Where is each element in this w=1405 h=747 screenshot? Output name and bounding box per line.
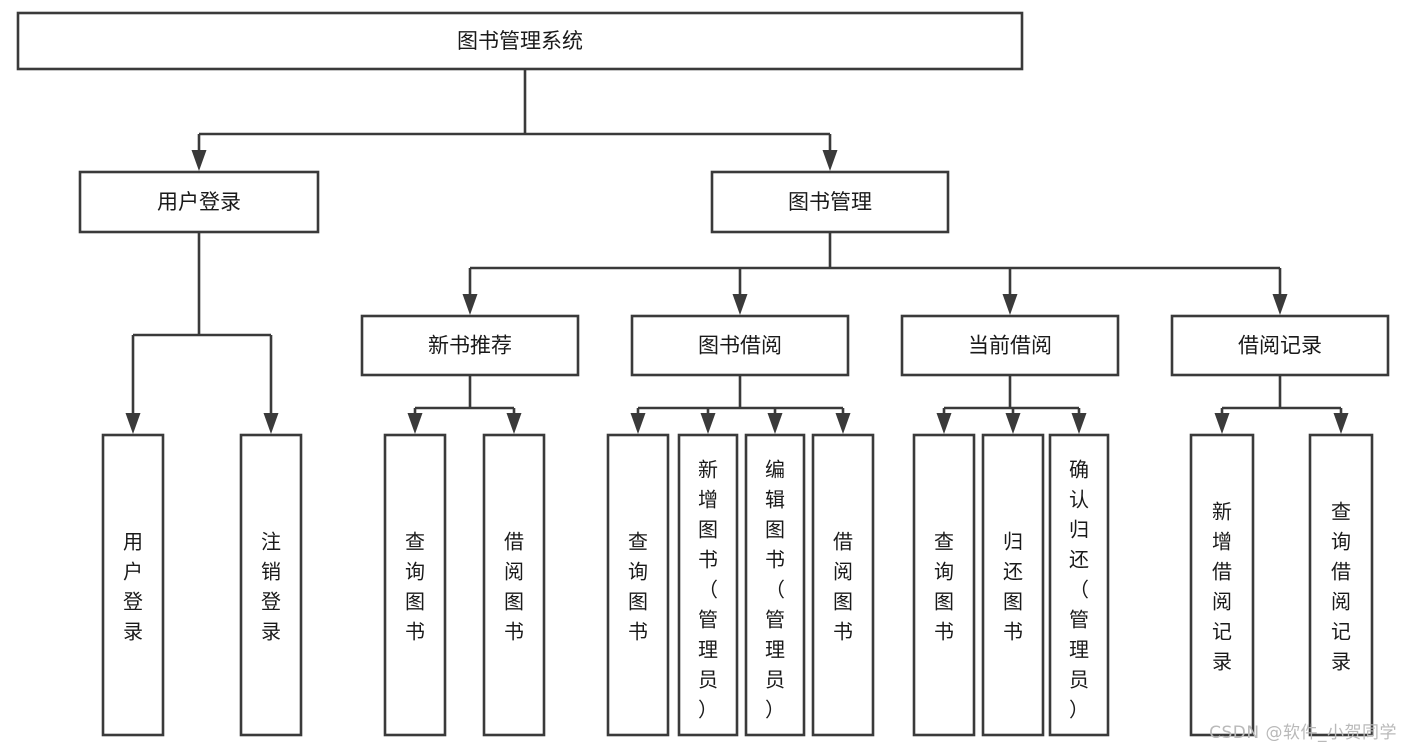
node-current-borrow[interactable]: 当前借阅 — [900, 314, 1120, 377]
node-box-leaf-confirm-return-admin — [1048, 433, 1110, 737]
arrow-head-icon — [936, 413, 952, 434]
arrow-head-icon — [1071, 413, 1087, 434]
node-label-book-borrow: 图书借阅 — [698, 334, 782, 358]
node-label-leaf-edit-book-admin: 编辑图书（管理员） — [765, 457, 785, 721]
node-box-leaf-query-book-1 — [383, 433, 447, 737]
node-box-leaf-query-borrow-record — [1308, 433, 1374, 737]
node-box-leaf-borrow-book-1 — [482, 433, 546, 737]
node-label-book-manage: 图书管理 — [788, 190, 872, 214]
node-box-leaf-return-book — [981, 433, 1045, 737]
node-leaf-add-book-admin[interactable]: 新增图书（管理员） — [677, 433, 739, 737]
node-label-root: 图书管理系统 — [457, 29, 583, 53]
node-label-leaf-add-borrow-record: 新增借阅记录 — [1212, 499, 1232, 673]
node-box-leaf-logout-login — [239, 433, 303, 737]
connector-edges — [125, 69, 1349, 434]
arrow-head-icon — [700, 413, 716, 434]
node-box-leaf-edit-book-admin — [744, 433, 806, 737]
node-leaf-confirm-return-admin[interactable]: 确认归还（管理员） — [1048, 433, 1110, 737]
node-label-leaf-return-book: 归还图书 — [1003, 529, 1023, 643]
node-leaf-add-borrow-record[interactable]: 新增借阅记录 — [1189, 433, 1255, 737]
node-book-borrow[interactable]: 图书借阅 — [630, 314, 850, 377]
node-label-leaf-query-book-3: 查询图书 — [934, 529, 954, 643]
node-leaf-query-borrow-record[interactable]: 查询借阅记录 — [1308, 433, 1374, 737]
node-leaf-query-book-2[interactable]: 查询图书 — [606, 433, 670, 737]
node-label-current-borrow: 当前借阅 — [968, 334, 1052, 358]
node-box-root — [16, 11, 1024, 71]
node-leaf-borrow-book-1[interactable]: 借阅图书 — [482, 433, 546, 737]
node-box-borrow-record — [1170, 314, 1390, 377]
node-label-leaf-confirm-return-admin: 确认归还（管理员） — [1069, 457, 1089, 721]
node-box-book-borrow — [630, 314, 850, 377]
arrow-head-icon — [1005, 413, 1021, 434]
arrow-head-icon — [125, 413, 141, 434]
node-leaf-query-book-3[interactable]: 查询图书 — [912, 433, 976, 737]
node-label-leaf-borrow-book-1: 借阅图书 — [504, 529, 524, 643]
node-label-leaf-user-login: 用户登录 — [123, 529, 143, 643]
arrow-head-icon — [630, 413, 646, 434]
node-leaf-logout-login[interactable]: 注销登录 — [239, 433, 303, 737]
node-label-leaf-query-book-1: 查询图书 — [405, 529, 425, 643]
watermark-text: CSDN @软件_小贺同学 — [1209, 723, 1397, 743]
arrow-head-icon — [835, 413, 851, 434]
node-leaf-edit-book-admin[interactable]: 编辑图书（管理员） — [744, 433, 806, 737]
node-label-leaf-query-borrow-record: 查询借阅记录 — [1331, 499, 1351, 673]
node-leaf-user-login[interactable]: 用户登录 — [101, 433, 165, 737]
arrow-head-icon — [732, 294, 748, 315]
arrow-head-icon — [407, 413, 423, 434]
node-label-new-book-recommend: 新书推荐 — [428, 334, 512, 358]
node-leaf-borrow-book-2[interactable]: 借阅图书 — [811, 433, 875, 737]
arrow-head-icon — [1272, 294, 1288, 315]
node-user-login[interactable]: 用户登录 — [78, 170, 320, 234]
node-box-book-manage — [710, 170, 950, 234]
node-box-user-login — [78, 170, 320, 234]
node-book-manage[interactable]: 图书管理 — [710, 170, 950, 234]
node-leaf-query-book-1[interactable]: 查询图书 — [383, 433, 447, 737]
arrow-head-icon — [191, 150, 207, 171]
arrow-head-icon — [1333, 413, 1349, 434]
arrow-head-icon — [1002, 294, 1018, 315]
node-box-leaf-add-book-admin — [677, 433, 739, 737]
node-new-book-recommend[interactable]: 新书推荐 — [360, 314, 580, 377]
node-leaf-return-book[interactable]: 归还图书 — [981, 433, 1045, 737]
node-label-leaf-query-book-2: 查询图书 — [628, 529, 648, 643]
node-box-leaf-query-book-2 — [606, 433, 670, 737]
node-box-leaf-query-book-3 — [912, 433, 976, 737]
arrow-head-icon — [767, 413, 783, 434]
arrow-head-icon — [1214, 413, 1230, 434]
node-boxes: 图书管理系统用户登录图书管理新书推荐图书借阅当前借阅借阅记录用户登录注销登录查询… — [16, 11, 1390, 737]
arrow-head-icon — [462, 294, 478, 315]
node-borrow-record[interactable]: 借阅记录 — [1170, 314, 1390, 377]
node-box-leaf-borrow-book-2 — [811, 433, 875, 737]
node-label-user-login: 用户登录 — [157, 190, 241, 214]
node-box-new-book-recommend — [360, 314, 580, 377]
node-box-current-borrow — [900, 314, 1120, 377]
node-root[interactable]: 图书管理系统 — [16, 11, 1024, 71]
node-label-leaf-logout-login: 注销登录 — [261, 529, 281, 643]
node-box-leaf-add-borrow-record — [1189, 433, 1255, 737]
node-label-leaf-add-book-admin: 新增图书（管理员） — [698, 457, 718, 721]
arrow-head-icon — [506, 413, 522, 434]
node-box-leaf-user-login — [101, 433, 165, 737]
node-label-leaf-borrow-book-2: 借阅图书 — [833, 529, 853, 643]
node-label-borrow-record: 借阅记录 — [1238, 334, 1322, 358]
arrow-head-icon — [822, 150, 838, 171]
arrow-head-icon — [263, 413, 279, 434]
